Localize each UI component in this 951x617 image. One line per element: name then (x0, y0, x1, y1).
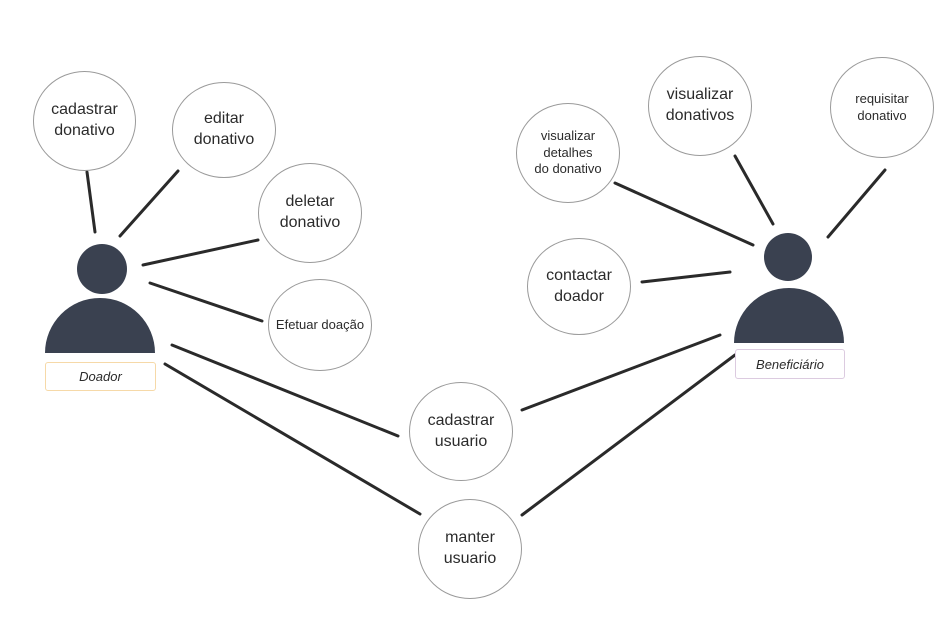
use-case-contactar-doador: contactar doador (527, 238, 631, 335)
beneficiario-label: Beneficiário (735, 349, 845, 379)
line-doador-cadastrar-usuario (170, 343, 400, 438)
line-beneficiario-visualizar-detalhes (613, 181, 755, 247)
line-doador-cadastrar-donativo (85, 170, 97, 234)
line-beneficiario-manter-usuario (520, 353, 737, 517)
use-case-efetuar-doacao: Efetuar doação (268, 279, 372, 371)
line-doador-editar-donativo (118, 169, 180, 238)
use-case-visualizar-detalhes: visualizar detalhes do donativo (516, 103, 620, 203)
use-case-requisitar-donativo: requisitar donativo (830, 57, 934, 158)
line-beneficiario-requisitar-donativo (826, 168, 887, 239)
line-beneficiario-contactar-doador (640, 270, 732, 284)
doador-actor-head-icon (77, 244, 127, 294)
line-doador-deletar-donativo (141, 238, 260, 267)
use-case-cadastrar-usuario: cadastrar usuario (409, 382, 513, 481)
use-case-cadastrar-donativo: cadastrar donativo (33, 71, 136, 171)
beneficiario-actor-head-icon (764, 233, 812, 281)
use-case-visualizar-donativos: visualizar donativos (648, 56, 752, 156)
line-beneficiario-visualizar-donativos (733, 154, 775, 226)
use-case-editar-donativo: editar donativo (172, 82, 276, 178)
use-case-deletar-donativo: deletar donativo (258, 163, 362, 263)
line-doador-efetuar-doacao (148, 281, 264, 323)
line-beneficiario-cadastrar-usuario (520, 333, 722, 412)
doador-label: Doador (45, 362, 156, 391)
use-case-manter-usuario: manter usuario (418, 499, 522, 599)
line-doador-manter-usuario (163, 362, 422, 516)
